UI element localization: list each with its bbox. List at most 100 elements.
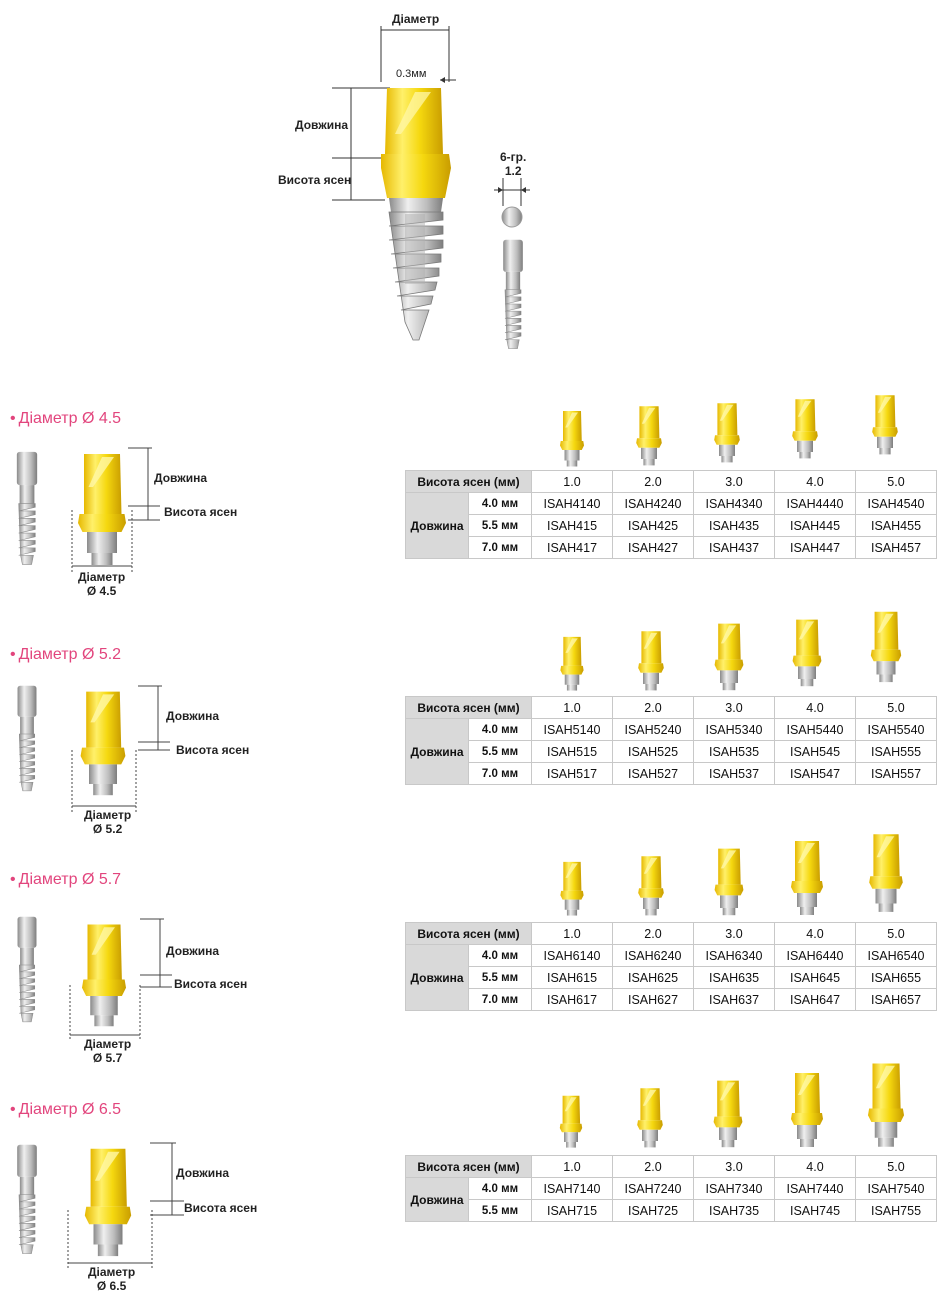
table-cell: ISAH4540 — [855, 492, 937, 515]
table-cell: ISAH447 — [774, 536, 856, 559]
table-header-row: Висота ясен (мм) 1.0 2.0 3.0 4.0 5.0 — [405, 470, 937, 493]
top-gap-label: 0.3мм — [396, 68, 427, 80]
table-cell: ISAH6340 — [693, 944, 775, 967]
dim-gingiva-label: Висота ясен — [184, 1201, 258, 1215]
length-header: Довжина — [405, 718, 469, 785]
table-row: Довжина 4.0 мм ISAH4140 ISAH4240 ISAH434… — [405, 492, 937, 559]
implant-abutment-illustration — [381, 88, 451, 341]
dimension-lines — [67, 1142, 184, 1269]
table-cell: ISAH615 — [531, 966, 613, 989]
section-title: •Діаметр Ø 5.2 — [10, 646, 122, 663]
table-cell: ISAH755 — [855, 1199, 937, 1222]
table-row: 7.0 мм ISAH517 ISAH527 ISAH537 ISAH547 I… — [406, 762, 937, 785]
section-d52: •Діаметр Ø 5.2 Довжина Висота ясен Діаме… — [0, 600, 938, 836]
table-row: 7.0 мм ISAH417 ISAH427 ISAH437 ISAH447 I… — [406, 536, 937, 559]
table-cell: ISAH5340 — [693, 718, 775, 741]
table-cell: ISAH535 — [693, 740, 775, 763]
abutment-gh3 — [714, 623, 744, 691]
product-table: Висота ясен (мм) 1.0 2.0 3.0 4.0 5.0 Дов… — [405, 696, 937, 785]
dim-length-label: Довжина — [166, 709, 220, 723]
gingiva-header: Висота ясен (мм) — [405, 696, 532, 719]
screw-illustration — [502, 239, 524, 349]
dim-length-label: Довжина — [176, 1166, 230, 1180]
table-cell: ISAH555 — [855, 740, 937, 763]
table-cell: ISAH635 — [693, 966, 775, 989]
table-cell: 7.0 мм — [468, 536, 532, 559]
table-cell: ISAH647 — [774, 988, 856, 1011]
table-cell: ISAH5540 — [855, 718, 937, 741]
dimension-lines — [71, 447, 160, 572]
abutment-gh1 — [559, 1095, 583, 1148]
table-cell: 2.0 — [612, 922, 694, 945]
product-table: Висота ясен (мм) 1.0 2.0 3.0 4.0 5.0 Дов… — [405, 470, 937, 559]
table-cell: 4.0 мм — [468, 1177, 532, 1200]
table-cell: ISAH7440 — [774, 1177, 856, 1200]
dim-gingiva-label: Висота ясен — [174, 977, 248, 991]
table-cell: ISAH4340 — [693, 492, 775, 515]
table-cell: ISAH537 — [693, 762, 775, 785]
dim-length-label: Довжина — [154, 471, 208, 485]
table-cell: ISAH525 — [612, 740, 694, 763]
table-cell: ISAH7540 — [855, 1177, 937, 1200]
table-cell: ISAH655 — [855, 966, 937, 989]
dim-length-label: Довжина — [166, 944, 220, 958]
abutment-gh3 — [713, 1080, 743, 1148]
abutment-gh5 — [872, 395, 898, 455]
table-cell: 3.0 — [693, 1155, 775, 1178]
abutment-gh5 — [868, 1063, 904, 1147]
table-cell: ISAH515 — [531, 740, 613, 763]
table-cell: ISAH645 — [774, 966, 856, 989]
abutment-gh4 — [791, 1073, 823, 1147]
table-cell: ISAH517 — [531, 762, 613, 785]
table-cell: ISAH7140 — [531, 1177, 613, 1200]
table-cell: ISAH6140 — [531, 944, 613, 967]
gingiva-header: Висота ясен (мм) — [405, 922, 532, 945]
table-cell: ISAH7340 — [693, 1177, 775, 1200]
table-cell: ISAH617 — [531, 988, 613, 1011]
table-cell: ISAH547 — [774, 762, 856, 785]
table-row: 5.5 мм ISAH615 ISAH625 ISAH635 ISAH645 I… — [406, 966, 937, 989]
table-cell: 4.0 — [774, 1155, 856, 1178]
table-cell: 4.0 мм — [468, 492, 532, 515]
table-cell: 3.0 — [693, 696, 775, 719]
table-cell: ISAH455 — [855, 514, 937, 537]
table-cell: ISAH6240 — [612, 944, 694, 967]
table-cell: 7.0 мм — [468, 988, 532, 1011]
top-dimension-lines — [332, 26, 530, 206]
length-header: Довжина — [405, 492, 469, 559]
abutment-gh2 — [638, 856, 664, 916]
table-cell: ISAH4240 — [612, 492, 694, 515]
dimension-lines — [69, 918, 172, 1041]
table-cell: 4.0 — [774, 696, 856, 719]
top-gingiva-label: Висота ясен — [278, 173, 352, 187]
table-cell: ISAH527 — [612, 762, 694, 785]
table-cell: 5.0 — [855, 922, 937, 945]
abutment-gh5 — [870, 611, 902, 683]
length-header: Довжина — [405, 1177, 469, 1222]
table-cell: ISAH427 — [612, 536, 694, 559]
table-cell: 7.0 мм — [468, 762, 532, 785]
table-cell: ISAH557 — [855, 762, 937, 785]
table-row: 5.5 мм ISAH515 ISAH525 ISAH535 ISAH545 I… — [406, 740, 937, 763]
table-cell: ISAH437 — [693, 536, 775, 559]
abutment-gh1 — [560, 411, 584, 467]
table-cell: ISAH6440 — [774, 944, 856, 967]
table-cell: 5.5 мм — [468, 514, 532, 537]
table-row: 5.5 мм ISAH715 ISAH725 ISAH735 ISAH745 I… — [406, 1199, 937, 1222]
abutment-gh4 — [792, 619, 822, 687]
abutment-gh5 — [869, 834, 903, 912]
table-cell: ISAH6540 — [855, 944, 937, 967]
table-cell: 1.0 — [531, 470, 613, 493]
table-cell: 3.0 — [693, 470, 775, 493]
top-length-label: Довжина — [295, 118, 349, 132]
table-cell: ISAH5140 — [531, 718, 613, 741]
product-table: Висота ясен (мм) 1.0 2.0 3.0 4.0 5.0 Дов… — [405, 922, 937, 1011]
table-cell: 2.0 — [612, 696, 694, 719]
table-cell: 5.5 мм — [468, 1199, 532, 1222]
table-cell: ISAH415 — [531, 514, 613, 537]
table-cell: ISAH715 — [531, 1199, 613, 1222]
table-cell: ISAH4140 — [531, 492, 613, 515]
